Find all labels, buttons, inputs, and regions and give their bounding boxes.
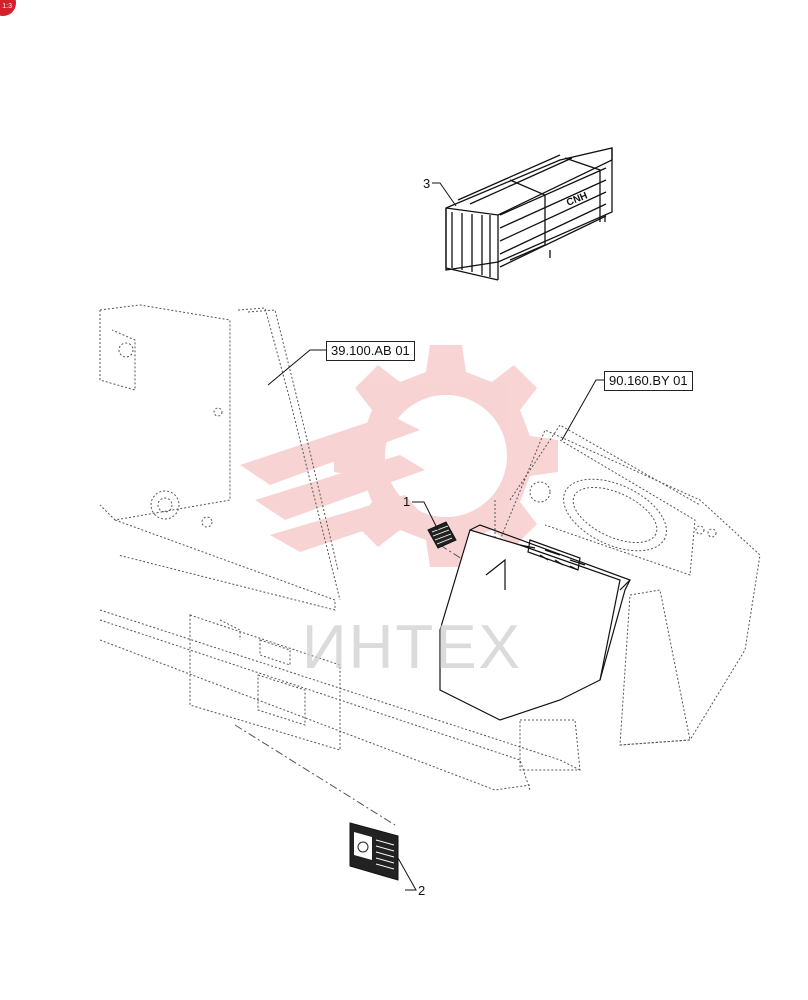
callout-ref-90-160[interactable]: 90.160.BY 01 — [604, 371, 693, 391]
callout-ref-39-100[interactable]: 39.100.AB 01 — [326, 341, 415, 361]
decal-item-1 — [427, 521, 457, 549]
watermark-logo — [240, 345, 558, 567]
cab-frame-drawing — [99, 304, 761, 826]
leader-lines — [267, 182, 604, 891]
item-number-1[interactable]: 1 — [403, 494, 411, 509]
watermark-text: ИНТЕХ — [302, 613, 522, 682]
dashboard-cover — [439, 524, 632, 721]
corner-badge-text: 1:3 — [2, 3, 12, 10]
crate-drawing — [445, 147, 613, 281]
decal-item-2 — [349, 822, 399, 881]
item-number-3[interactable]: 3 — [423, 176, 431, 191]
corner-badge: 1:3 — [0, 0, 16, 16]
item-number-2[interactable]: 2 — [418, 883, 426, 898]
